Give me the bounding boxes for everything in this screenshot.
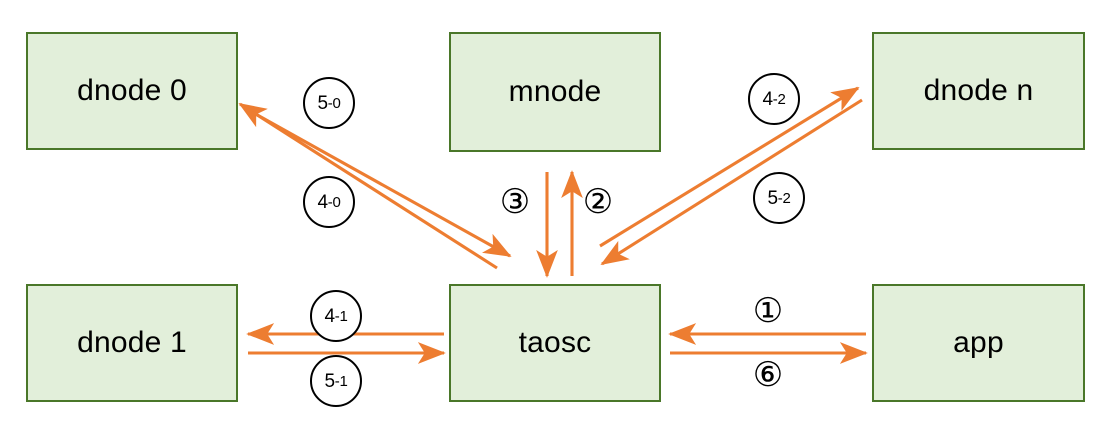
edge-badge-number: 4 [317, 191, 328, 213]
node-label: dnode 0 [77, 74, 187, 107]
node-mnode[interactable]: mnode [449, 32, 661, 152]
node-dnode-1[interactable]: dnode 1 [26, 284, 238, 402]
edge-badge-number: 5 [767, 187, 778, 209]
edge-badge-number: 5 [324, 370, 335, 392]
edge-badge-suffix: -2 [777, 189, 791, 207]
edge-badge-5-0: 5-0 [303, 77, 355, 129]
node-dnode-n[interactable]: dnode n [872, 32, 1085, 150]
edge-badge-6: ⑥ [748, 355, 788, 395]
edge-badge-suffix: -0 [327, 94, 341, 112]
node-label: dnode 1 [77, 326, 187, 359]
node-taosc[interactable]: taosc [449, 284, 661, 402]
edge-badge-2: ② [578, 182, 618, 222]
edge-badge-3: ③ [495, 182, 535, 222]
edge-badge-number: 4 [324, 305, 335, 327]
edge-badge-glyph: ① [752, 292, 784, 330]
node-label: dnode n [923, 74, 1034, 107]
edge-badge-number: 4 [762, 88, 773, 110]
edge-badge-4-1: 4-1 [310, 290, 362, 342]
edge-badge-glyph: ② [582, 183, 614, 221]
edge-badge-suffix: -1 [334, 307, 348, 325]
edge-badge-4-0: 4-0 [303, 176, 355, 228]
node-label: mnode [508, 75, 602, 108]
edge-badge-suffix: -1 [334, 372, 348, 390]
node-label: app [953, 326, 1004, 359]
node-app[interactable]: app [872, 284, 1085, 402]
edge-badge-number: 5 [317, 92, 328, 114]
edge-badge-5-2: 5-2 [753, 172, 805, 224]
edge-badge-4-2: 4-2 [748, 73, 800, 125]
edge-badge-glyph: ⑥ [752, 356, 784, 394]
node-label: taosc [518, 326, 592, 359]
edge-badge-1: ① [748, 291, 788, 331]
edge-badge-glyph: ③ [499, 183, 531, 221]
edge-badge-suffix: -2 [772, 90, 786, 108]
node-dnode-0[interactable]: dnode 0 [26, 32, 238, 150]
edge-badge-5-1: 5-1 [310, 355, 362, 407]
edge-badge-suffix: -0 [327, 193, 341, 211]
